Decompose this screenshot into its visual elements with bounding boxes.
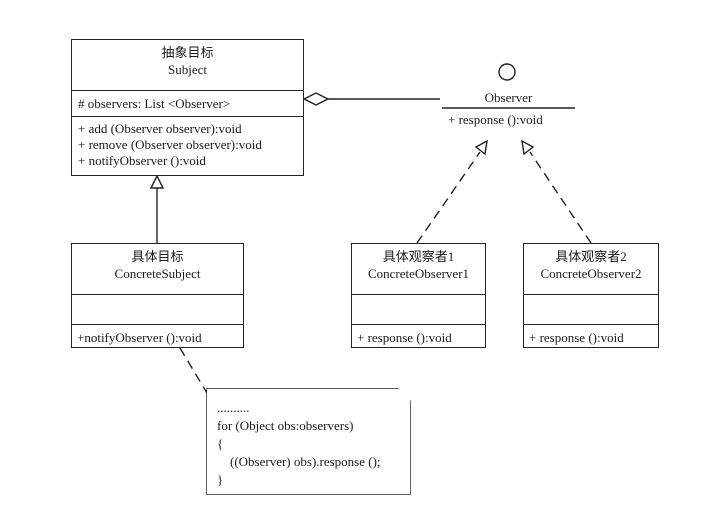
subject-title-cn: 抽象目标 bbox=[161, 45, 214, 60]
observer-interface-name[interactable]: Observer bbox=[484, 90, 533, 105]
concrete-subject-method-notify: +notifyObserver ():void bbox=[77, 330, 202, 345]
concrete-subject-title-cn: 具体目标 bbox=[131, 249, 184, 264]
note-line-close-brace: } bbox=[217, 472, 224, 487]
concrete-observer-1-class[interactable]: 具体观察者1 ConcreteObserver1 + response ():v… bbox=[351, 243, 486, 348]
concrete-subject-title-en: ConcreteSubject bbox=[114, 266, 201, 281]
subject-header: 抽象目标 Subject bbox=[72, 40, 303, 90]
concrete-observer-1-title-cn: 具体观察者1 bbox=[382, 249, 455, 264]
subject-method-add: + add (Observer observer):void bbox=[78, 121, 242, 136]
concrete-observer-2-attributes bbox=[524, 294, 658, 324]
concrete-observer-1-attributes bbox=[352, 294, 485, 324]
note-line-response-call: ((Observer) obs).response (); bbox=[217, 454, 381, 469]
note-line-for: for (Object obs:observers) bbox=[217, 418, 354, 433]
note-anchor-line bbox=[179, 347, 211, 399]
implementation-note: .......... for (Object obs:observers) { ((… bbox=[207, 389, 410, 494]
realization-arrow-1-icon bbox=[474, 139, 488, 156]
concrete-subject-class[interactable]: 具体目标 ConcreteSubject +notifyObserver ():… bbox=[71, 243, 244, 348]
concrete-observer-2-method-response: + response ():void bbox=[529, 330, 624, 345]
subject-attribute: # observers: List <Observer> bbox=[78, 96, 231, 111]
note-line-open-brace: { bbox=[217, 436, 224, 451]
concrete-observer-2-class[interactable]: 具体观察者2 ConcreteObserver2 + response ():v… bbox=[523, 243, 659, 348]
note-line-ellipsis: .......... bbox=[217, 400, 250, 415]
subject-title-en: Subject bbox=[168, 62, 207, 77]
subject-method-remove: + remove (Observer observer):void bbox=[78, 137, 262, 152]
concrete-observer-1-title-en: ConcreteObserver1 bbox=[367, 266, 470, 281]
concrete-observer-2-title-en: ConcreteObserver2 bbox=[540, 266, 642, 281]
concrete-observer-2-methods: + response ():void bbox=[524, 324, 658, 346]
concrete-observer-2-title-cn: 具体观察者2 bbox=[555, 249, 627, 264]
concrete-subject-methods: +notifyObserver ():void bbox=[72, 324, 243, 346]
subject-methods: + add (Observer observer):void + remove … bbox=[72, 116, 303, 169]
concrete-observer-2-header: 具体观察者2 ConcreteObserver2 bbox=[524, 244, 658, 294]
generalization-arrow-icon bbox=[149, 174, 165, 189]
observer-interface-method: + response ():void bbox=[448, 112, 543, 127]
realization-line-1 bbox=[416, 151, 481, 244]
subject-class[interactable]: 抽象目标 Subject # observers: List <Observer… bbox=[71, 39, 304, 176]
concrete-observer-1-method-response: + response ():void bbox=[357, 330, 452, 345]
concrete-subject-attributes bbox=[72, 294, 243, 324]
realization-line-2 bbox=[529, 151, 592, 244]
concrete-observer-1-header: 具体观察者1 ConcreteObserver1 bbox=[352, 244, 485, 294]
note-code: .......... for (Object obs:observers) { ((… bbox=[217, 399, 381, 489]
subject-method-notify: + notifyObserver ():void bbox=[78, 153, 206, 168]
concrete-observer-1-methods: + response ():void bbox=[352, 324, 485, 346]
interface-lollipop-icon bbox=[498, 63, 516, 81]
realization-arrow-2-icon bbox=[521, 139, 535, 156]
aggregation-diamond bbox=[302, 92, 330, 106]
subject-attributes: # observers: List <Observer> bbox=[72, 90, 303, 116]
concrete-subject-header: 具体目标 ConcreteSubject bbox=[72, 244, 243, 294]
